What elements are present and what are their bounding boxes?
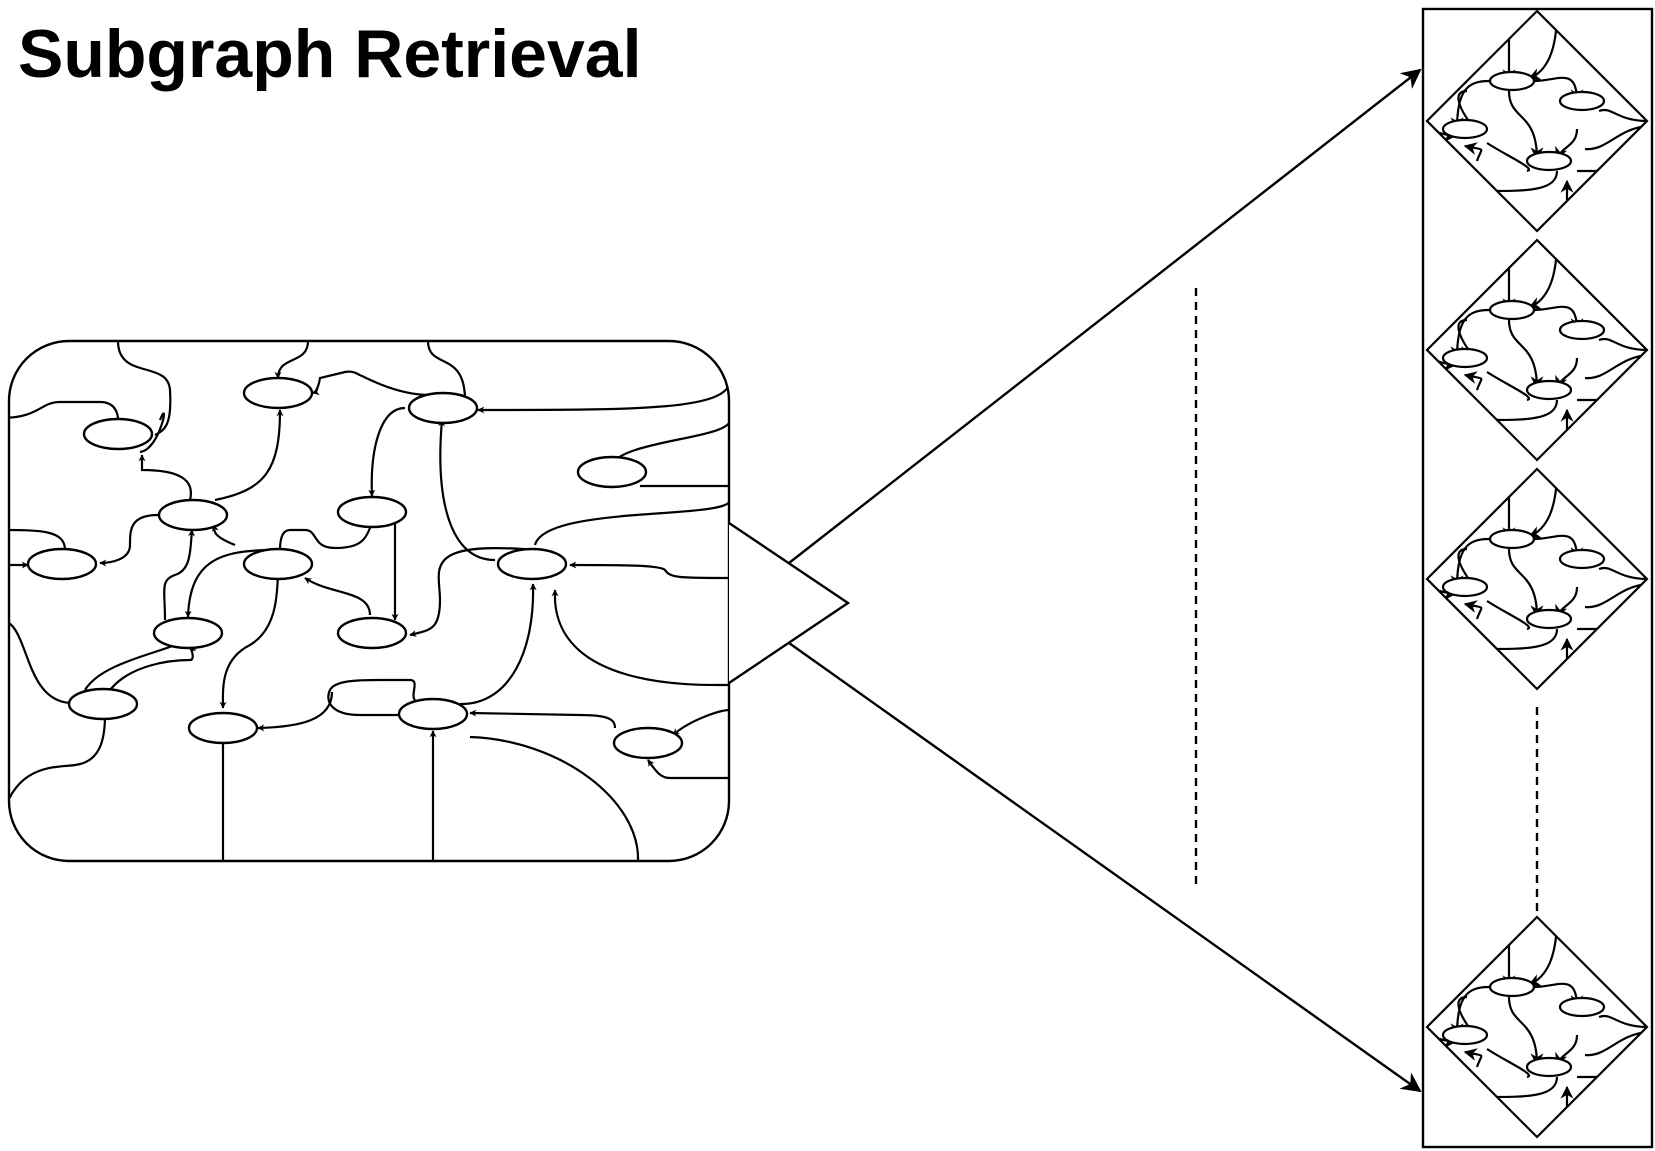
subgraph-4 [1427, 917, 1647, 1137]
subgraph-1 [1427, 11, 1647, 231]
subgraph-list [1421, 7, 1654, 1149]
funnel-triangle [728, 68, 1422, 1093]
subgraph-2 [1427, 240, 1647, 460]
subgraph-3 [1427, 469, 1647, 689]
page-title: Subgraph Retrieval [18, 16, 642, 92]
source-graph [7, 339, 731, 863]
